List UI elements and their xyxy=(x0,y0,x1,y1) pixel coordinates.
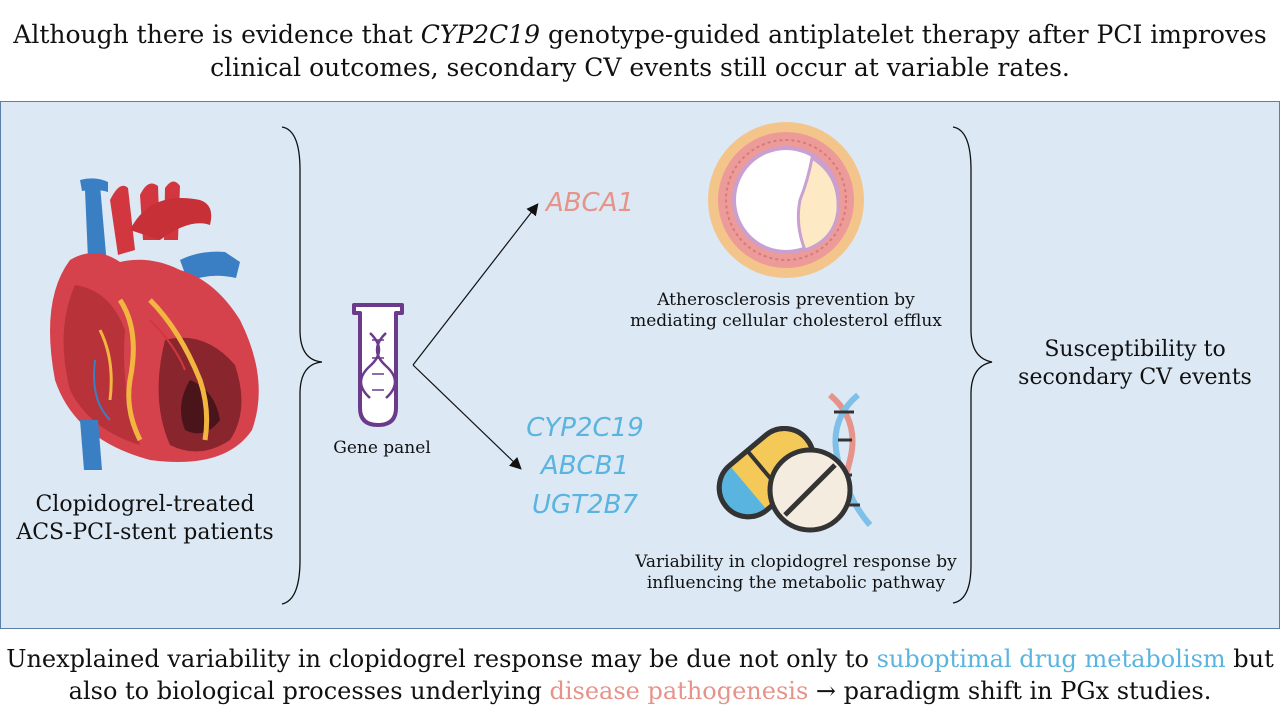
left-brace xyxy=(281,126,323,605)
arrow-up xyxy=(412,203,539,366)
pills-dna-icon xyxy=(716,392,873,533)
footer-arrow: → xyxy=(808,677,844,705)
effect-top-label: Atherosclerosis prevention by mediating … xyxy=(630,290,942,332)
header-gene: CYP2C19 xyxy=(420,20,540,49)
gene-abca1: ABCA1 xyxy=(545,188,635,218)
footer-text: Unexplained variability in clopidogrel r… xyxy=(6,645,1274,705)
arrow-down xyxy=(412,364,522,470)
gene-cyp2c19: CYP2C19 xyxy=(526,413,644,443)
footer-highlight-pathogenesis: disease pathogenesis xyxy=(549,677,809,705)
effect-bottom-label: Variability in clopidogrel response by i… xyxy=(635,552,957,594)
artery-cross-section-icon xyxy=(708,122,864,278)
header-text-1: Although there is evidence that xyxy=(13,20,421,49)
header-text-2: genotype-guided antiplatelet therapy aft… xyxy=(540,20,1267,49)
patients-label: Clopidogrel-treated ACS-PCI-stent patien… xyxy=(16,492,274,545)
outcome-label: Susceptibility to secondary CV events xyxy=(1018,337,1252,390)
gene-ugt2b7: UGT2B7 xyxy=(532,490,638,520)
footer-highlight-metabolism: suboptimal drug metabolism xyxy=(876,645,1226,673)
header-title: Although there is evidence that CYP2C19 … xyxy=(0,18,1280,84)
gene-abcb1: ABCB1 xyxy=(540,451,630,481)
right-brace xyxy=(952,126,993,604)
test-tube-dna-icon xyxy=(352,303,404,427)
header-text-3: clinical outcomes, secondary CV events s… xyxy=(210,53,1070,82)
gene-panel-label: Gene panel xyxy=(333,438,431,458)
heart-illustration xyxy=(50,178,259,470)
